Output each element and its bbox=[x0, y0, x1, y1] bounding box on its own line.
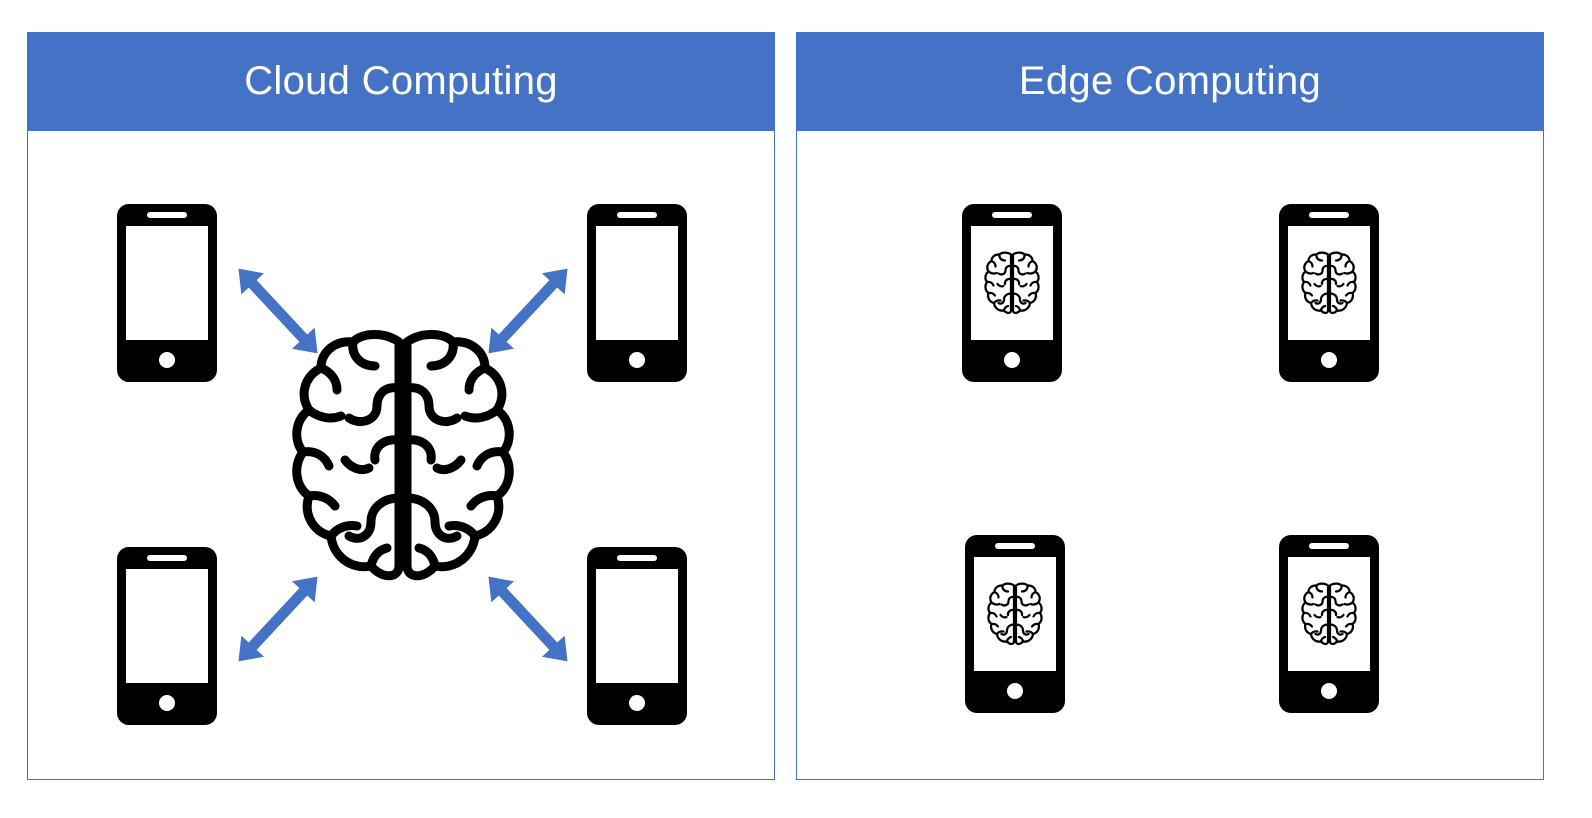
edge-computing-header: Edge Computing bbox=[796, 32, 1544, 131]
edge-computing-panel: Edge Computing bbox=[796, 32, 1544, 780]
edge-diagram-canvas bbox=[962, 204, 1379, 713]
smartphone-with-brain-icon bbox=[1279, 535, 1379, 713]
double-arrow-icon bbox=[227, 258, 329, 364]
smartphone-icon bbox=[587, 547, 687, 725]
edge-computing-title: Edge Computing bbox=[1018, 59, 1322, 103]
double-arrow-icon bbox=[477, 258, 579, 364]
smartphone-icon bbox=[117, 547, 217, 725]
smartphone-icon bbox=[587, 204, 687, 382]
cloud-computing-title: Cloud Computing bbox=[244, 59, 558, 103]
smartphone-with-brain-icon bbox=[965, 535, 1065, 713]
cloud-diagram-canvas bbox=[117, 204, 687, 725]
cloud-computing-header: Cloud Computing bbox=[27, 32, 775, 131]
edge-computing-diagram bbox=[797, 33, 1543, 779]
double-arrow-icon bbox=[477, 566, 579, 672]
double-arrow-icon bbox=[227, 566, 329, 672]
smartphone-icon bbox=[117, 204, 217, 382]
brain-icon bbox=[297, 335, 510, 576]
cloud-computing-diagram bbox=[28, 33, 774, 779]
smartphone-with-brain-icon bbox=[962, 204, 1062, 382]
smartphone-with-brain-icon bbox=[1279, 204, 1379, 382]
cloud-computing-panel: Cloud Computing bbox=[27, 32, 775, 780]
